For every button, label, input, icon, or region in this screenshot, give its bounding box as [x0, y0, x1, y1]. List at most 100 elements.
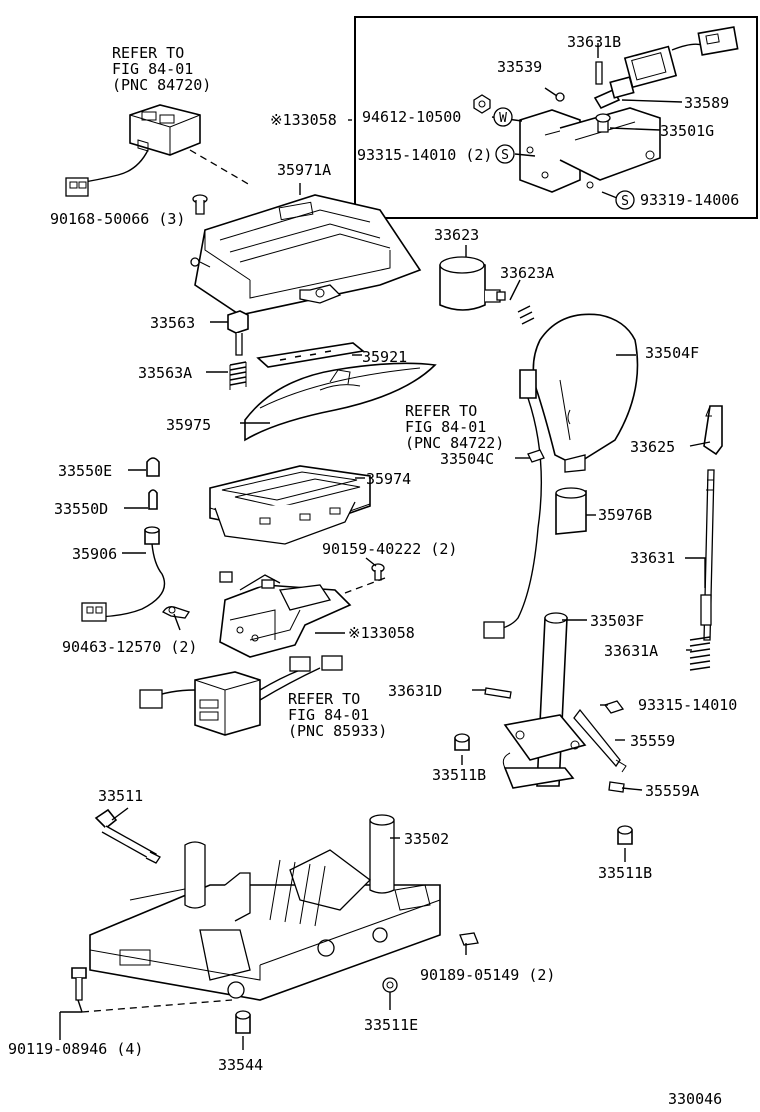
label-94612-10500: 94612-10500 — [362, 108, 461, 126]
label-33563: 33563 — [150, 314, 195, 332]
clip-90189 — [459, 932, 479, 946]
label-33563A: 33563A — [138, 364, 192, 382]
solenoid-33589 — [593, 26, 739, 110]
label-90168-50066: 90168-50066 (3) — [50, 210, 185, 228]
bolt-33511 — [94, 808, 161, 864]
socket-35906 — [81, 526, 166, 622]
ball-33539 — [555, 92, 565, 102]
label-33511E: 33511E — [364, 1016, 418, 1034]
spring-33631A — [689, 636, 711, 671]
bolt-90119 — [71, 967, 87, 1001]
label-133058-top: ※133058 — [270, 111, 337, 129]
lever-35559 — [573, 708, 627, 773]
bulb-33550E — [146, 457, 160, 477]
refer-84720-line3: (PNC 84720) — [112, 76, 211, 94]
label-33544: 33544 — [218, 1056, 263, 1074]
label-33511: 33511 — [98, 787, 143, 805]
washer-33511E — [382, 977, 398, 993]
label-93315-14010-2: 93315-14010 (2) — [357, 146, 492, 164]
console-cover-35971A — [190, 194, 422, 316]
label-35921: 35921 — [362, 348, 407, 366]
pin-33631B — [595, 61, 603, 85]
refer-85933-line3: (PNC 85933) — [288, 722, 387, 740]
pin-33631D — [484, 687, 512, 699]
label-35906: 35906 — [72, 545, 117, 563]
label-33631: 33631 — [630, 549, 675, 567]
label-33504F: 33504F — [645, 344, 699, 362]
label-33511B-right: 33511B — [598, 864, 652, 882]
label-35974: 35974 — [366, 470, 411, 488]
button-33563 — [227, 310, 249, 356]
label-35559: 35559 — [630, 732, 675, 750]
label-133058-mid: ※133058 — [348, 624, 415, 642]
shift-base-33502 — [89, 814, 441, 1001]
spring-33623A — [517, 305, 535, 325]
label-33550E: 33550E — [58, 462, 112, 480]
switch-85933 — [139, 655, 343, 736]
screw-93315b — [603, 700, 625, 714]
label-33502: 33502 — [404, 830, 449, 848]
label-33504C: 33504C — [440, 450, 494, 468]
refer-84722-line1: REFER TO — [405, 402, 477, 420]
bulb-33550D — [148, 489, 158, 510]
label-33589: 33589 — [684, 94, 729, 112]
indicator-plate-35921 — [256, 342, 365, 368]
screw-mark-2: S — [621, 194, 629, 209]
knob-33623 — [439, 256, 506, 311]
bushing-33511B-right — [617, 825, 633, 845]
shift-lever-33503F — [502, 612, 587, 789]
clip-90463 — [162, 606, 191, 619]
refer-84720-line2: FIG 84-01 — [112, 60, 193, 78]
inset-detail: W S S 33631B 33539 33589 94612-10500 335… — [354, 16, 758, 219]
label-90463-12570: 90463-12570 (2) — [62, 638, 197, 656]
label-90189-05149: 90189-05149 (2) — [420, 966, 555, 984]
label-90159-40222: 90159-40222 (2) — [322, 540, 457, 558]
bezel-35974 — [209, 465, 371, 545]
label-33631B: 33631B — [567, 33, 621, 51]
label-35976B: 35976B — [598, 506, 652, 524]
label-33631D: 33631D — [388, 682, 442, 700]
label-93315-14010: 93315-14010 — [638, 696, 737, 714]
label-90119-08946: 90119-08946 (4) — [8, 1040, 143, 1058]
figure-number: 330046 — [668, 1090, 722, 1108]
washer-mark: W — [499, 111, 507, 126]
cover-35975 — [244, 362, 437, 442]
label-35559A: 35559A — [645, 782, 699, 800]
push-rod-33631 — [700, 469, 715, 641]
refer-85933-line2: FIG 84-01 — [288, 706, 369, 724]
shift-knob-33504F — [532, 313, 639, 473]
cable-84722 — [483, 369, 543, 639]
label-35975: 35975 — [166, 416, 211, 434]
label-33631A: 33631A — [604, 642, 658, 660]
screw-90159 — [371, 563, 385, 581]
shift-lock-assembly-133058 — [219, 571, 352, 658]
label-33503F: 33503F — [590, 612, 644, 630]
label-33623: 33623 — [434, 226, 479, 244]
boot-35976B — [555, 487, 587, 535]
pin-35559A — [608, 781, 625, 793]
label-33550D: 33550D — [54, 500, 108, 518]
refer-84722-line2: FIG 84-01 — [405, 418, 486, 436]
label-33623A: 33623A — [500, 264, 554, 282]
switch-84720 — [65, 104, 201, 197]
label-33539: 33539 — [497, 58, 542, 76]
screw-90168 — [192, 194, 208, 215]
refer-84722-line3: (PNC 84722) — [405, 434, 504, 452]
screw-mark-1: S — [501, 148, 509, 163]
label-35971A: 35971A — [277, 161, 331, 179]
label-33501G: 33501G — [660, 122, 714, 140]
lock-bracket — [519, 107, 661, 193]
refer-84720-line1: REFER TO — [112, 44, 184, 62]
label-33625: 33625 — [630, 438, 675, 456]
label-33511B-left: 33511B — [432, 766, 486, 784]
refer-85933-line1: REFER TO — [288, 690, 360, 708]
bushing-33511B-left — [454, 733, 470, 751]
spring-33563A — [229, 361, 247, 390]
bushing-33544 — [235, 1010, 251, 1034]
nut-94612 — [473, 94, 491, 114]
label-93319-14006: 93319-14006 — [640, 191, 739, 209]
screw-33504C — [527, 449, 545, 463]
button-33625 — [703, 405, 723, 456]
